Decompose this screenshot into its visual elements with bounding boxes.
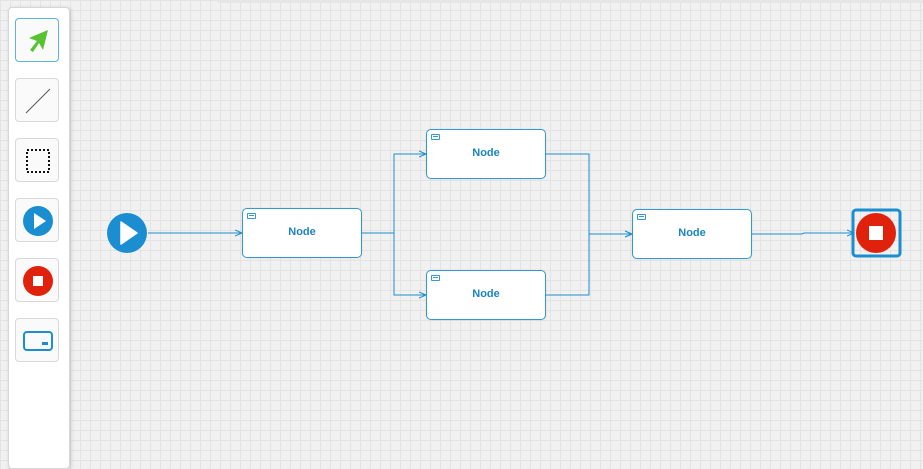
selection-frame bbox=[851, 208, 902, 258]
edge-node-1-to-node-3[interactable] bbox=[362, 232, 426, 295]
connection-tool-button[interactable] bbox=[15, 78, 59, 122]
line-icon bbox=[25, 88, 51, 114]
stop-circle-icon bbox=[23, 266, 53, 296]
marquee-select-tool-button[interactable] bbox=[15, 138, 59, 182]
arrow-pointer-icon bbox=[29, 30, 48, 52]
task-node[interactable]: Node bbox=[242, 208, 362, 258]
task-card-icon bbox=[431, 275, 440, 281]
task-card-icon bbox=[23, 331, 53, 351]
play-circle-icon bbox=[23, 206, 53, 236]
edge-node-3-to-node-4[interactable] bbox=[546, 234, 632, 296]
task-node[interactable]: Node bbox=[632, 209, 752, 259]
node-label: Node bbox=[472, 147, 500, 159]
end-event[interactable] bbox=[851, 208, 902, 258]
end-node-tool-button[interactable] bbox=[15, 258, 59, 302]
tool-palette bbox=[8, 7, 70, 469]
edge-node-4-to-end[interactable] bbox=[752, 233, 854, 234]
node-label: Node bbox=[288, 226, 316, 238]
task-node[interactable]: Node bbox=[426, 270, 546, 320]
node-label: Node bbox=[472, 288, 500, 300]
edge-node-1-to-node-2[interactable] bbox=[362, 154, 426, 234]
task-node[interactable]: Node bbox=[426, 129, 546, 179]
canvas-top-edge bbox=[218, 0, 923, 3]
task-card-icon bbox=[247, 213, 256, 219]
task-card-icon bbox=[637, 214, 646, 220]
node-label: Node bbox=[678, 227, 706, 239]
pointer-tool-button[interactable] bbox=[15, 18, 59, 62]
task-card-icon bbox=[431, 134, 440, 140]
diagram-canvas[interactable] bbox=[0, 0, 923, 452]
dotted-rectangle-icon bbox=[26, 149, 50, 173]
edge-node-2-to-node-4[interactable] bbox=[546, 153, 632, 234]
start-node-tool-button[interactable] bbox=[15, 198, 59, 242]
task-node-tool-button[interactable] bbox=[15, 318, 59, 362]
start-event[interactable] bbox=[107, 213, 147, 253]
